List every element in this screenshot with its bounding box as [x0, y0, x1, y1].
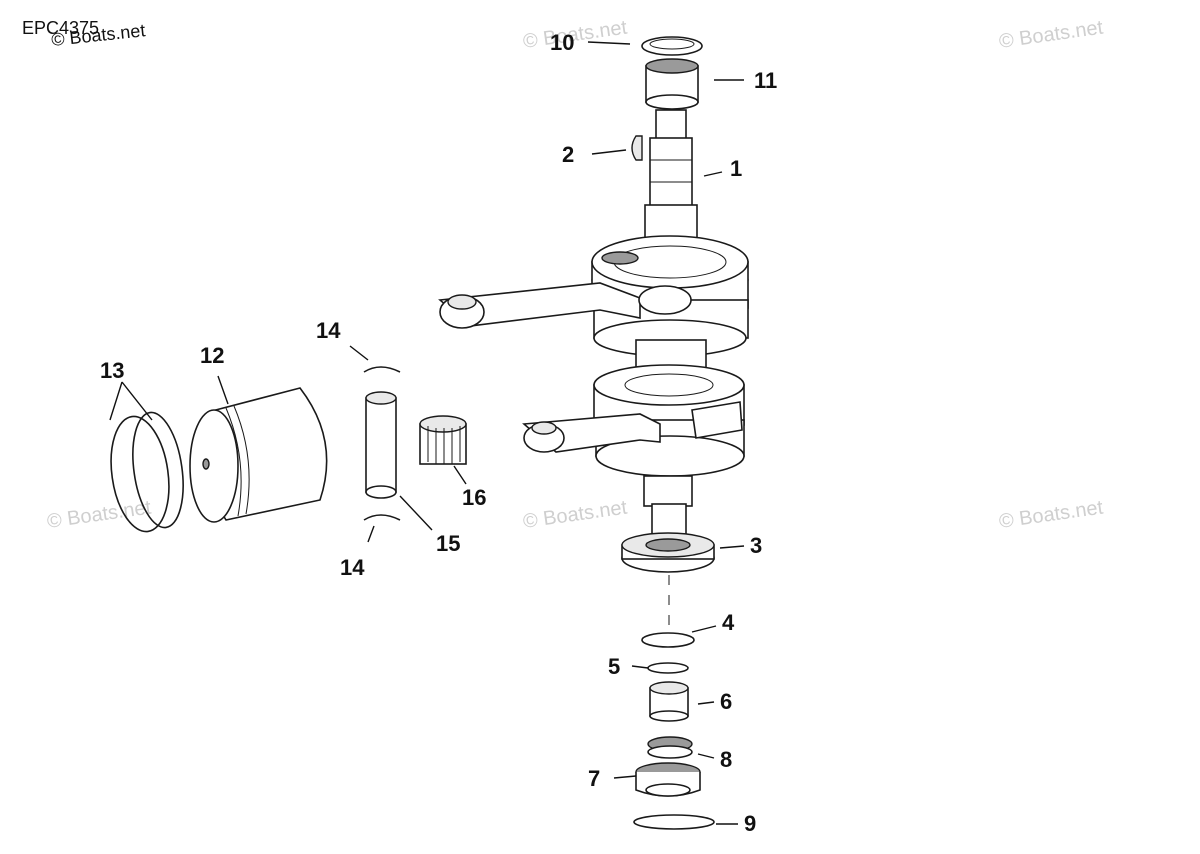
callout-14-upper[interactable]: 14 — [316, 318, 341, 343]
watermark: © Boats.net — [522, 17, 629, 53]
callout-9[interactable]: 9 — [744, 811, 756, 836]
woodruff-key-illustration — [631, 135, 643, 161]
seal-housing-illustration — [635, 762, 701, 797]
watermark: © Boats.net — [46, 497, 153, 533]
callouts: 1 2 3 4 5 6 7 8 9 10 11 12 13 14 14 15 1… — [100, 30, 777, 836]
sleeve-illustration — [649, 681, 689, 722]
diagram-code: EPC4375 — [22, 18, 99, 38]
shim-illustration — [647, 662, 689, 674]
callout-8[interactable]: 8 — [720, 747, 732, 772]
callout-11[interactable]: 11 — [754, 68, 777, 93]
callout-7[interactable]: 7 — [588, 766, 600, 791]
callout-1[interactable]: 1 — [730, 156, 742, 181]
callout-6[interactable]: 6 — [720, 689, 732, 714]
watermark: © Boats.net — [998, 497, 1105, 533]
o-ring-illustration — [633, 814, 715, 830]
seal-ring-illustration — [641, 36, 703, 56]
watermark: © Boats.net — [522, 497, 629, 533]
pin-clip-lower-illustration — [363, 514, 401, 521]
callout-10[interactable]: 10 — [550, 30, 574, 55]
leader-lines — [109, 41, 745, 825]
callout-2[interactable]: 2 — [562, 142, 574, 167]
needle-bearing-illustration — [419, 415, 467, 465]
retaining-ring-illustration — [641, 632, 695, 648]
lower-bearing-illustration — [621, 532, 715, 573]
callout-16[interactable]: 16 — [462, 485, 486, 510]
callout-5[interactable]: 5 — [608, 654, 620, 679]
top-bearing-illustration — [645, 58, 699, 110]
wrist-pin-illustration — [365, 391, 397, 499]
crankshaft-illustration — [438, 109, 749, 537]
callout-13[interactable]: 13 — [100, 358, 124, 383]
callout-12[interactable]: 12 — [200, 343, 224, 368]
oil-seal-illustration — [647, 736, 693, 759]
callout-15[interactable]: 15 — [436, 531, 460, 556]
piston-rings-illustration — [110, 411, 184, 533]
watermark: © Boats.net — [998, 17, 1105, 53]
callout-4[interactable]: 4 — [722, 610, 735, 635]
callout-3[interactable]: 3 — [750, 533, 762, 558]
pin-clip-upper-illustration — [363, 366, 401, 373]
callout-14-lower[interactable]: 14 — [340, 555, 365, 580]
piston-illustration — [189, 387, 328, 523]
